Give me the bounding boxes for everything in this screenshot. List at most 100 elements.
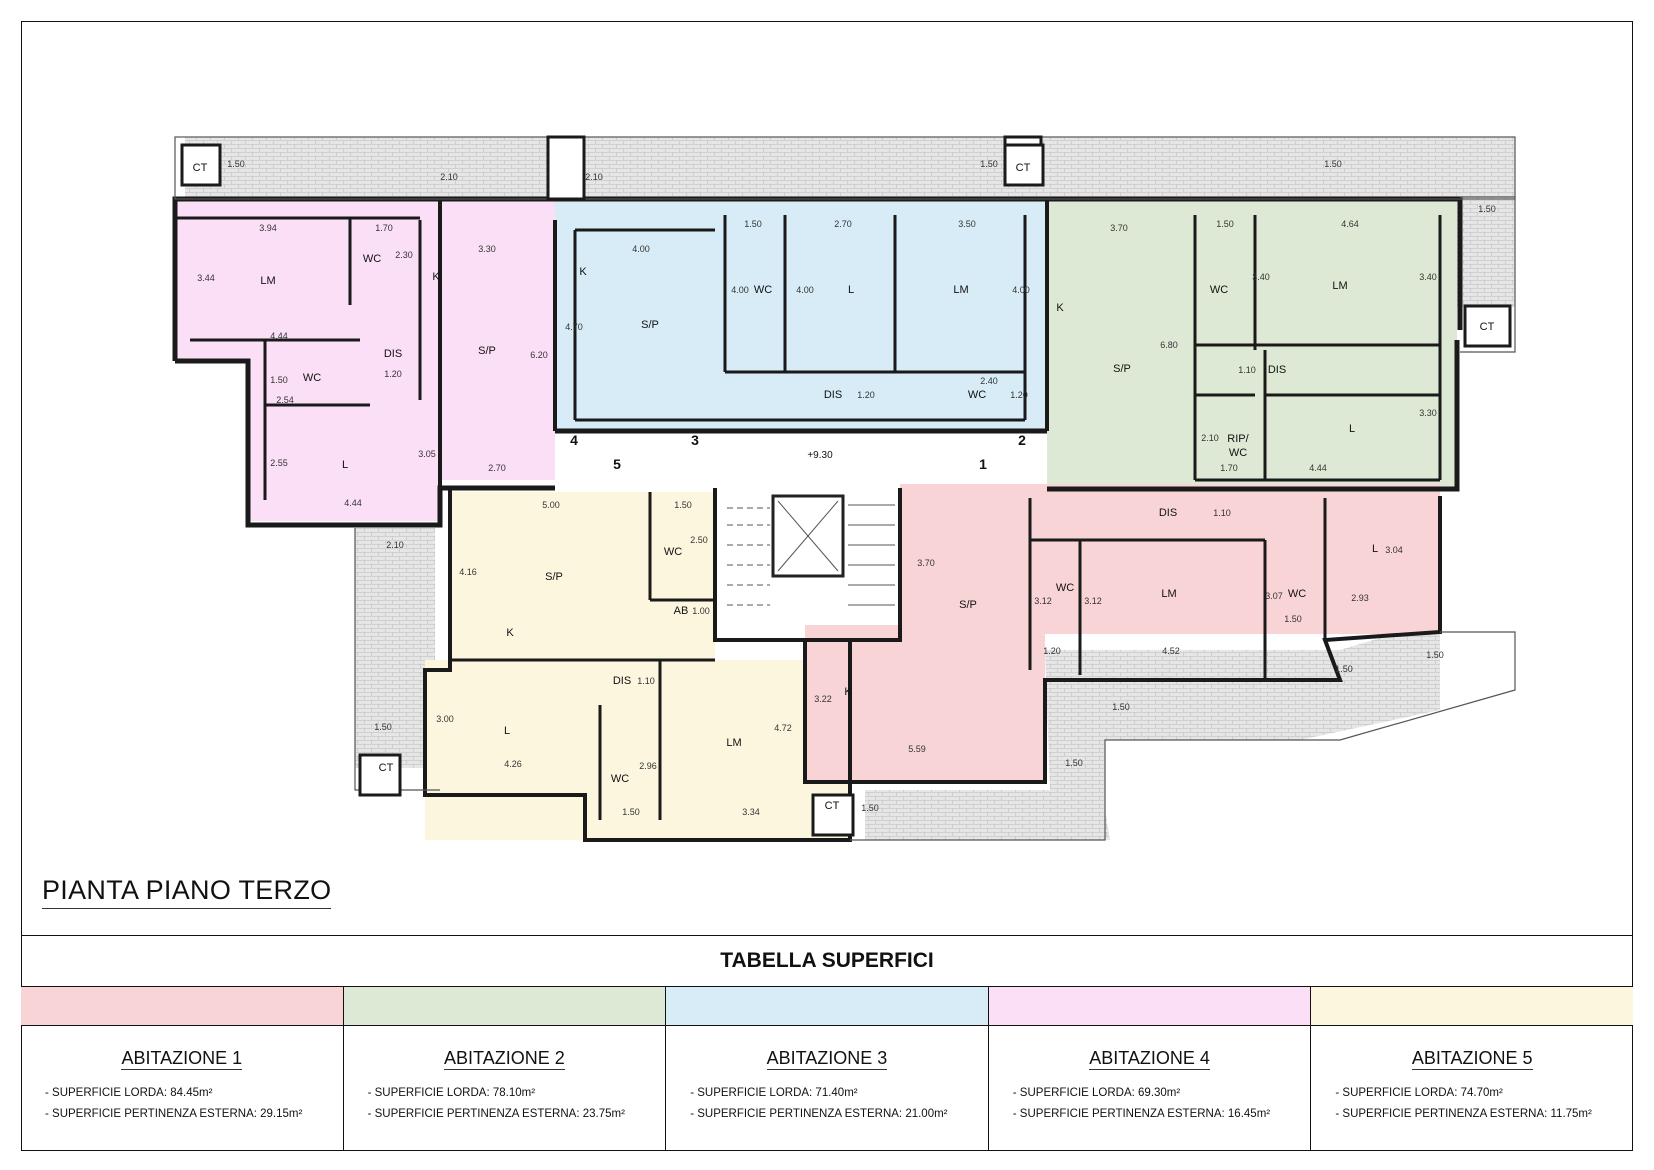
room-label: K: [1056, 302, 1064, 314]
room-label: S/P: [641, 319, 659, 331]
room-label: WC: [754, 284, 772, 296]
dimension-label: 3.05: [418, 449, 436, 459]
dimension-label: 3.22: [814, 694, 832, 704]
dimension-label: 1.50: [227, 159, 245, 169]
room-label: L: [342, 459, 348, 471]
external-area: - SUPERFICIE PERTINENZA ESTERNA: 11.75m²: [1335, 1108, 1592, 1120]
dimension-label: 4.44: [270, 331, 288, 341]
dimension-label: 5.59: [908, 744, 926, 754]
unit-4-area: [175, 199, 555, 521]
dimension-label: 6.80: [1160, 340, 1178, 350]
unit-5-area: [425, 492, 850, 840]
dimension-label: 3.30: [1419, 408, 1437, 418]
room-label: WC: [1288, 588, 1306, 600]
dimension-label: 1.10: [1213, 508, 1231, 518]
dimension-label: 1.50: [1216, 219, 1234, 229]
room-label: WC: [363, 253, 381, 265]
dimension-label: 3.44: [197, 273, 215, 283]
unit-name: ABITAZIONE 3: [766, 1048, 888, 1070]
unit-color-swatch: [988, 987, 1311, 1026]
room-label: DIS: [384, 348, 402, 360]
room-label: K: [844, 686, 852, 698]
dimension-label: 4.16: [459, 567, 477, 577]
room-label: WC: [611, 773, 629, 785]
dimension-label: 1.50: [744, 219, 762, 229]
room-label: WC: [1056, 582, 1074, 594]
dimension-label: 1.70: [1220, 463, 1238, 473]
entry-number: 4: [570, 432, 578, 448]
dimension-label: 1.50: [270, 375, 288, 385]
entry-number: 5: [613, 456, 621, 472]
room-label: K: [579, 266, 587, 278]
room-label: WC: [968, 389, 986, 401]
dimension-label: 1.10: [1238, 365, 1256, 375]
room-label: RIP/: [1227, 433, 1249, 445]
terrace-paving: [185, 137, 1515, 840]
unit-name: ABITAZIONE 4: [1089, 1048, 1210, 1070]
room-label: LM: [726, 737, 741, 749]
dimension-label: 1.20: [384, 369, 402, 379]
room-label: S/P: [1113, 363, 1131, 375]
room-label: LM: [953, 284, 968, 296]
dimension-label: 4.44: [344, 498, 362, 508]
room-label: DIS: [613, 675, 631, 687]
room-label: LM: [1161, 588, 1176, 600]
elevation-mark: +9.30: [807, 450, 833, 461]
dimension-label: 4.52: [1162, 646, 1180, 656]
unit-color-swatch: [343, 987, 666, 1026]
dimension-label: 1.20: [1043, 646, 1061, 656]
room-label: WC: [664, 546, 682, 558]
dimension-label: 5.00: [542, 500, 560, 510]
room-label: CT: [825, 800, 840, 812]
dimension-label: 4.72: [774, 723, 792, 733]
dimension-label: 4.64: [1341, 219, 1359, 229]
external-area: - SUPERFICIE PERTINENZA ESTERNA: 16.45m²: [1012, 1108, 1271, 1120]
dimension-label: 1.70: [375, 223, 393, 233]
dimension-label: 3.07: [1265, 591, 1283, 601]
unit-color-swatch: [21, 987, 343, 1026]
dimension-label: 1.50: [1335, 664, 1353, 674]
dimension-label: 2.40: [980, 376, 998, 386]
dimension-label: 3.94: [259, 223, 277, 233]
room-label: CT: [379, 762, 394, 774]
dimension-label: 4.70: [565, 322, 583, 332]
dimension-label: 1.20: [857, 390, 875, 400]
dimension-label: 4.00: [796, 285, 814, 295]
external-area: - SUPERFICIE PERTINENZA ESTERNA: 29.15m²: [45, 1108, 303, 1120]
unit-3-area: [555, 199, 1047, 431]
dimension-label: 3.40: [1252, 272, 1270, 282]
dimension-label: 2.70: [834, 219, 852, 229]
dimension-label: 2.30: [395, 250, 413, 260]
room-label: S/P: [478, 345, 496, 357]
dimension-label: 1.50: [374, 722, 392, 732]
room-label: L: [1349, 423, 1355, 435]
dimension-label: 1.50: [1478, 204, 1496, 214]
dimension-label: 2.54: [276, 395, 294, 405]
dimension-label: 1.00: [692, 606, 710, 616]
room-label: L: [504, 725, 510, 737]
dimension-label: 3.40: [1419, 272, 1437, 282]
entry-number: 3: [691, 432, 699, 448]
dimension-label: 4.26: [504, 759, 522, 769]
gross-area: - SUPERFICIE LORDA: 71.40m²: [690, 1087, 858, 1099]
unit-color-swatch: [1311, 987, 1633, 1026]
dimension-label: 2.96: [639, 761, 657, 771]
dimension-label: 1.10: [637, 676, 655, 686]
dimension-label: 2.70: [488, 463, 506, 473]
dimension-label: 2.10: [386, 540, 404, 550]
room-label: K: [506, 627, 514, 639]
ct-boxes: [180, 143, 1512, 837]
gross-area: - SUPERFICIE LORDA: 78.10m²: [367, 1087, 536, 1099]
dimension-label: 2.55: [270, 458, 288, 468]
room-label: L: [848, 284, 854, 296]
dimension-label: 4.44: [1309, 463, 1327, 473]
unit-column-4: ABITAZIONE 4 - SUPERFICIE LORDA: 69.30m²…: [988, 987, 1312, 1151]
room-label: WC: [303, 372, 321, 384]
sheet-title: PIANTA PIANO TERZO: [42, 875, 332, 909]
room-label: CT: [1480, 321, 1495, 333]
dimension-label: 3.70: [1110, 223, 1128, 233]
pillars: [546, 135, 1043, 201]
room-label: LM: [260, 275, 275, 287]
unit-color-swatch: [666, 987, 988, 1026]
